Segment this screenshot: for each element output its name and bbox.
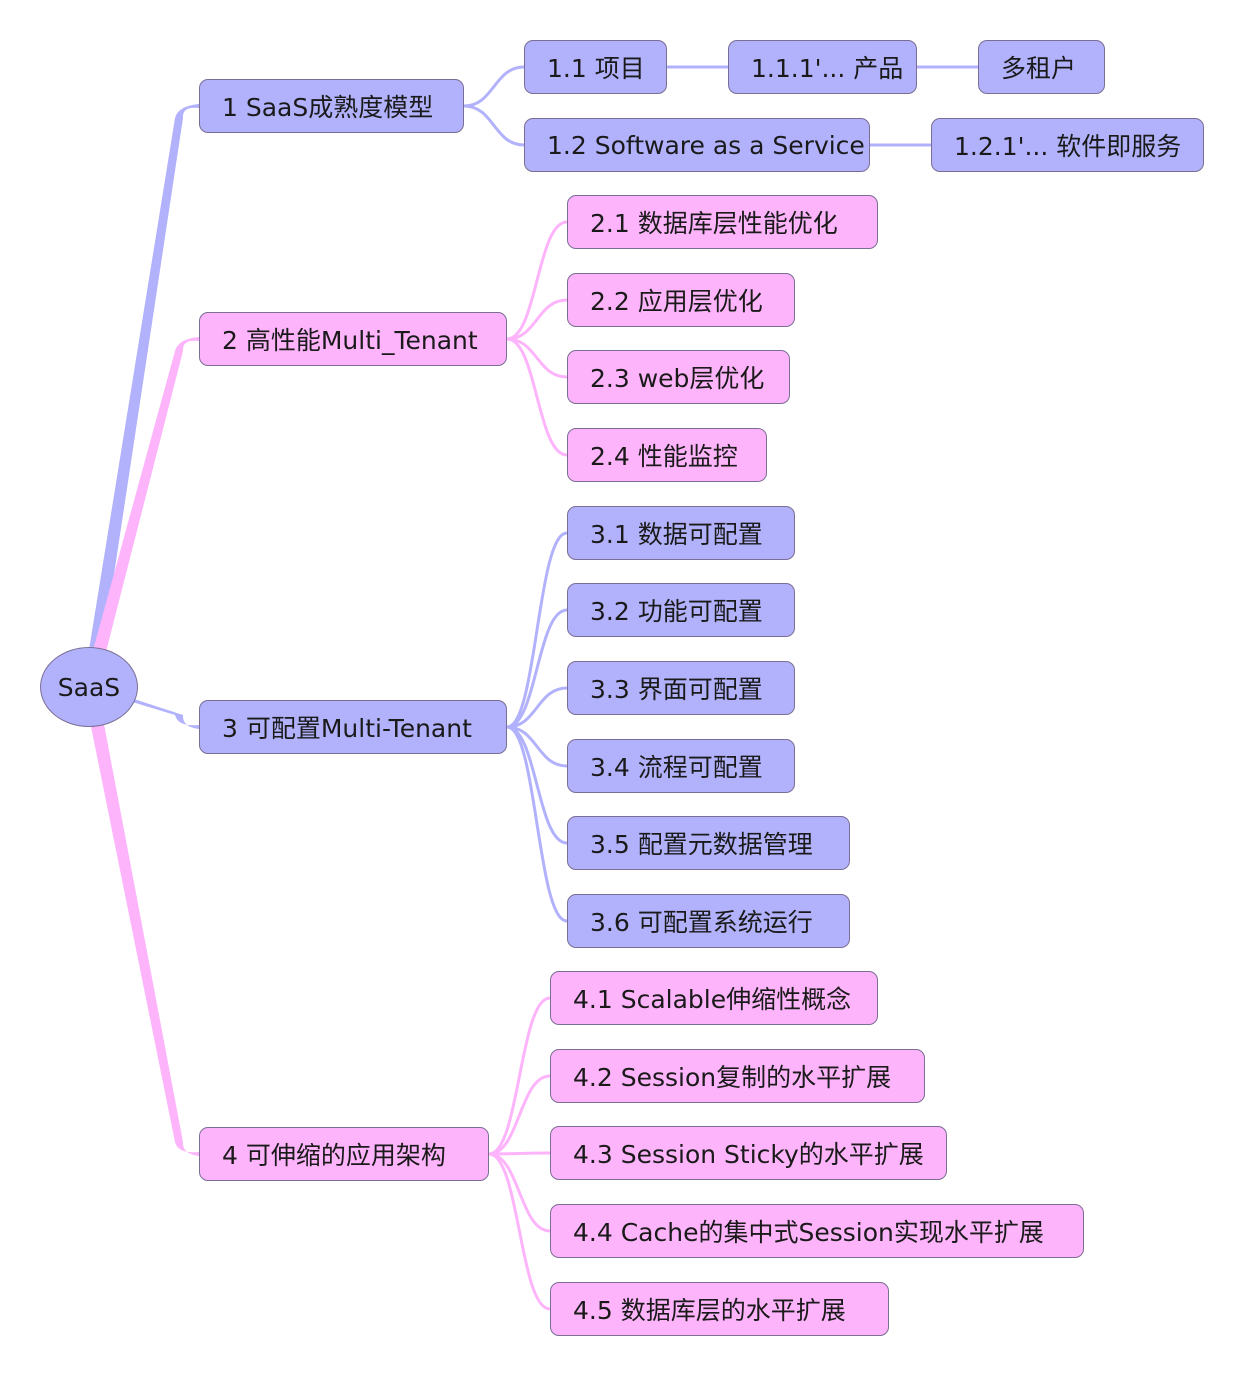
node-3-1[interactable]: 3.1 数据可配置 [567,506,795,560]
node-2-3[interactable]: 2.3 web层优化 [567,350,790,404]
node-1-1-1-product[interactable]: 1.1.1'... 产品 [728,40,917,94]
node-multi-tenant[interactable]: 多租户 [978,40,1105,94]
link-4-4 [487,1152,552,1233]
node-4-1[interactable]: 4.1 Scalable伸缩性概念 [550,971,878,1025]
node-2-2[interactable]: 2.2 应用层优化 [567,273,795,327]
node-3-3[interactable]: 3.3 界面可配置 [567,661,795,715]
link-1-1 [462,65,526,108]
root-link-2 [83,337,199,687]
root-link-4 [83,687,199,1156]
node-1-2-software-as-a-service[interactable]: 1.2 Software as a Service [524,118,870,172]
root-node-saas[interactable]: SaaS [40,647,138,727]
link-4-2 [487,1074,552,1156]
link-3-5 [505,725,569,845]
node-4-5[interactable]: 4.5 数据库层的水平扩展 [550,1282,889,1336]
node-2-4[interactable]: 2.4 性能监控 [567,428,767,482]
link-4-5 [487,1152,552,1311]
link-3-4 [505,725,569,768]
branch-high-performance[interactable]: 2 高性能Multi_Tenant [199,312,507,366]
node-4-3[interactable]: 4.3 Session Sticky的水平扩展 [550,1126,947,1180]
link-3-6 [505,725,569,923]
branch-scalable-architecture[interactable]: 4 可伸缩的应用架构 [199,1127,489,1181]
node-2-1[interactable]: 2.1 数据库层性能优化 [567,195,878,249]
branch-saas-maturity-model[interactable]: 1 SaaS成熟度模型 [199,79,464,133]
link-2-1 [505,220,569,341]
link-3-1 [505,531,569,729]
link-2-4 [505,337,569,457]
node-4-4[interactable]: 4.4 Cache的集中式Session实现水平扩展 [550,1204,1084,1258]
link-4-3 [487,1151,552,1156]
branch-configurable[interactable]: 3 可配置Multi-Tenant [199,700,507,754]
node-4-2[interactable]: 4.2 Session复制的水平扩展 [550,1049,925,1103]
link-3-2 [505,608,569,729]
node-1-2-1-software-as-service-cn[interactable]: 1.2.1'... 软件即服务 [931,118,1204,172]
node-3-6[interactable]: 3.6 可配置系统运行 [567,894,850,948]
link-4-1 [487,996,552,1156]
node-3-5[interactable]: 3.5 配置元数据管理 [567,816,850,870]
node-1-1-project[interactable]: 1.1 项目 [524,40,667,94]
link-2-2 [505,298,569,341]
link-1-2 [462,104,526,147]
link-2-3 [505,337,569,379]
link-3-3 [505,686,569,729]
node-3-2[interactable]: 3.2 功能可配置 [567,583,795,637]
node-3-4[interactable]: 3.4 流程可配置 [567,739,795,793]
root-link-1 [83,104,199,687]
